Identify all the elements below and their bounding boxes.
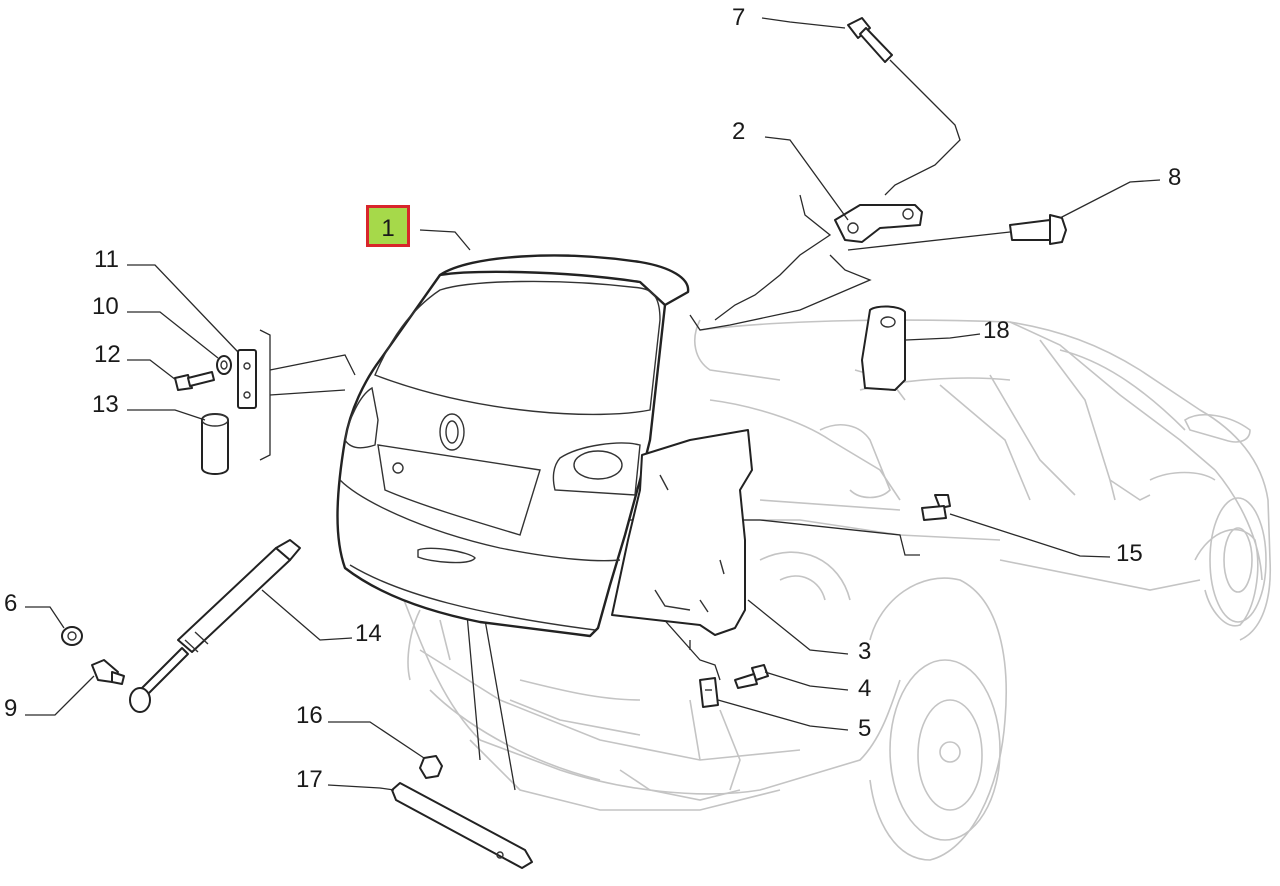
- callout-14[interactable]: 14: [355, 620, 382, 647]
- callout-3[interactable]: 3: [858, 638, 872, 665]
- callout-12[interactable]: 12: [94, 341, 121, 368]
- callout-17[interactable]: 17: [296, 766, 323, 793]
- callout-11[interactable]: 11: [94, 246, 119, 273]
- screw-12[interactable]: [174, 371, 215, 391]
- callout-8[interactable]: 8: [1168, 164, 1182, 191]
- gas-strut-14[interactable]: [129, 539, 301, 713]
- callout-16[interactable]: 16: [296, 702, 323, 729]
- washer-10[interactable]: [216, 355, 232, 375]
- cover-18[interactable]: [861, 305, 906, 391]
- callout-6[interactable]: 6: [4, 590, 18, 617]
- callout-10[interactable]: 10: [92, 293, 119, 320]
- tailgate-assembly[interactable]: [336, 254, 690, 638]
- bolt-8[interactable]: [1009, 214, 1067, 245]
- screw-4[interactable]: [734, 664, 769, 689]
- washer-6[interactable]: [61, 626, 83, 646]
- leader-lines: [25, 17, 1161, 791]
- handle-strip-17[interactable]: [391, 782, 533, 869]
- callout-2[interactable]: 2: [732, 118, 746, 145]
- nut-16[interactable]: [419, 755, 443, 779]
- clip-15[interactable]: [921, 494, 951, 521]
- callout-13[interactable]: 13: [92, 391, 119, 418]
- callout-1-tailgate[interactable]: 1: [366, 205, 410, 247]
- plate-11[interactable]: [237, 349, 257, 409]
- callout-4[interactable]: 4: [858, 675, 872, 702]
- bracket-5[interactable]: [699, 677, 719, 708]
- bushing-13[interactable]: [201, 413, 229, 475]
- hinge[interactable]: [834, 204, 923, 243]
- callout-9[interactable]: 9: [4, 695, 18, 722]
- callout-7[interactable]: 7: [732, 4, 746, 31]
- ball-stud-9[interactable]: [91, 659, 125, 685]
- inner-trim-panel[interactable]: [611, 429, 753, 636]
- callout-15[interactable]: 15: [1116, 540, 1143, 567]
- callout-5[interactable]: 5: [858, 715, 872, 742]
- bolt-7[interactable]: [847, 17, 893, 63]
- callout-18[interactable]: 18: [983, 317, 1010, 344]
